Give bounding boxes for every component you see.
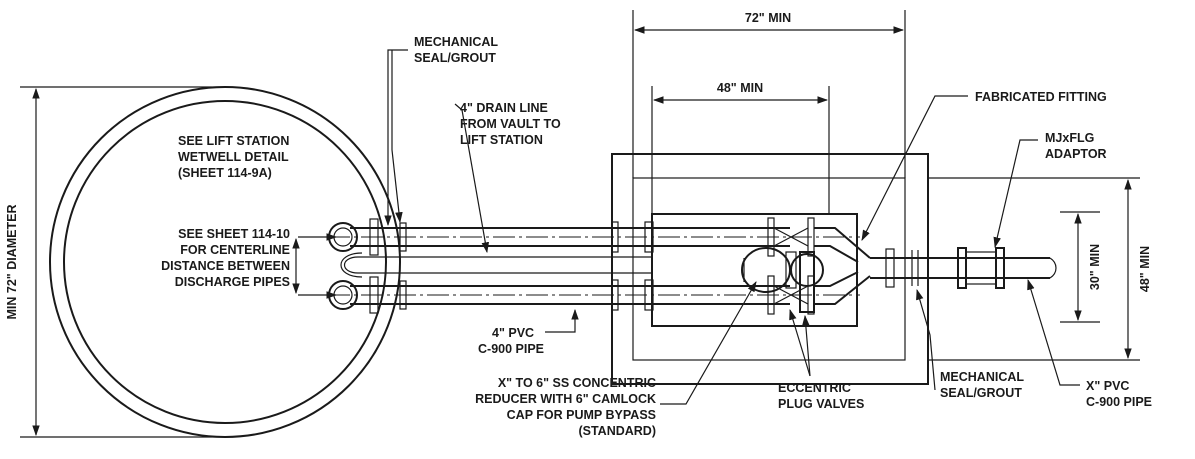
fabricated-fitting-label: FABRICATED FITTING	[975, 90, 1107, 104]
mech-seal-top-line2: SEAL/GROUT	[414, 51, 496, 65]
lift-station-line2: WETWELL DETAIL	[178, 150, 289, 164]
reducer-line3: CAP FOR PUMP BYPASS	[507, 408, 656, 422]
dimension-lines	[20, 10, 1140, 438]
adaptor-line1: MJxFLG	[1045, 131, 1094, 145]
centerline-note-line2: FOR CENTERLINE	[180, 243, 290, 257]
reducer-line2: REDUCER WITH 6" CAMLOCK	[475, 392, 656, 406]
dim-30-min-label: 30" MIN	[1088, 244, 1102, 290]
lift-station-line3: (SHEET 114-9A)	[178, 166, 272, 180]
dim-48-min-label: 48" MIN	[717, 81, 763, 95]
dim-48-min-vertical-label: 48" MIN	[1138, 246, 1152, 292]
pvc-x-line2: C-900 PIPE	[1086, 395, 1152, 409]
reducer-line4: (STANDARD)	[578, 424, 656, 438]
centerline-note-line3: DISTANCE BETWEEN	[161, 259, 290, 273]
lift-station-line1: SEE LIFT STATION	[178, 134, 289, 148]
plug-valves-line2: PLUG VALVES	[778, 397, 864, 411]
adaptor-line2: ADAPTOR	[1045, 147, 1107, 161]
discharge-pipes	[328, 227, 860, 305]
plug-valves-line1: ECCENTRIC	[778, 381, 851, 395]
centerline-note-line4: DISCHARGE PIPES	[175, 275, 290, 289]
mech-seal-bottom-line1: MECHANICAL	[940, 370, 1024, 384]
leader-lines	[298, 49, 1080, 405]
drain-line-pipe	[340, 252, 652, 278]
vault-outline	[611, 153, 929, 385]
valve-box	[651, 213, 858, 327]
centerline-note-line1: SEE SHEET 114-10	[178, 227, 290, 241]
concentric-reducer-camlock	[741, 247, 797, 293]
pipe-elbows	[328, 222, 358, 310]
min-diameter-label: MIN 72" DIAMETER	[5, 205, 19, 320]
mech-seal-top-line1: MECHANICAL	[414, 35, 498, 49]
fabricated-fitting	[814, 227, 871, 305]
mech-seal-bottom-line2: SEAL/GROUT	[940, 386, 1022, 400]
drain-line-line2: FROM VAULT TO	[460, 117, 561, 131]
pipe-flanges	[369, 218, 654, 314]
pvc-4-line2: C-900 PIPE	[478, 342, 544, 356]
pvc-4-line1: 4" PVC	[492, 326, 534, 340]
dim-72-min-label: 72" MIN	[745, 11, 791, 25]
pvc-x-line1: X" PVC	[1086, 379, 1129, 393]
reducer-line1: X" TO 6" SS CONCENTRIC	[498, 376, 656, 390]
drain-line-line1: 4" DRAIN LINE	[460, 101, 548, 115]
drain-line-line3: LIFT STATION	[460, 133, 543, 147]
